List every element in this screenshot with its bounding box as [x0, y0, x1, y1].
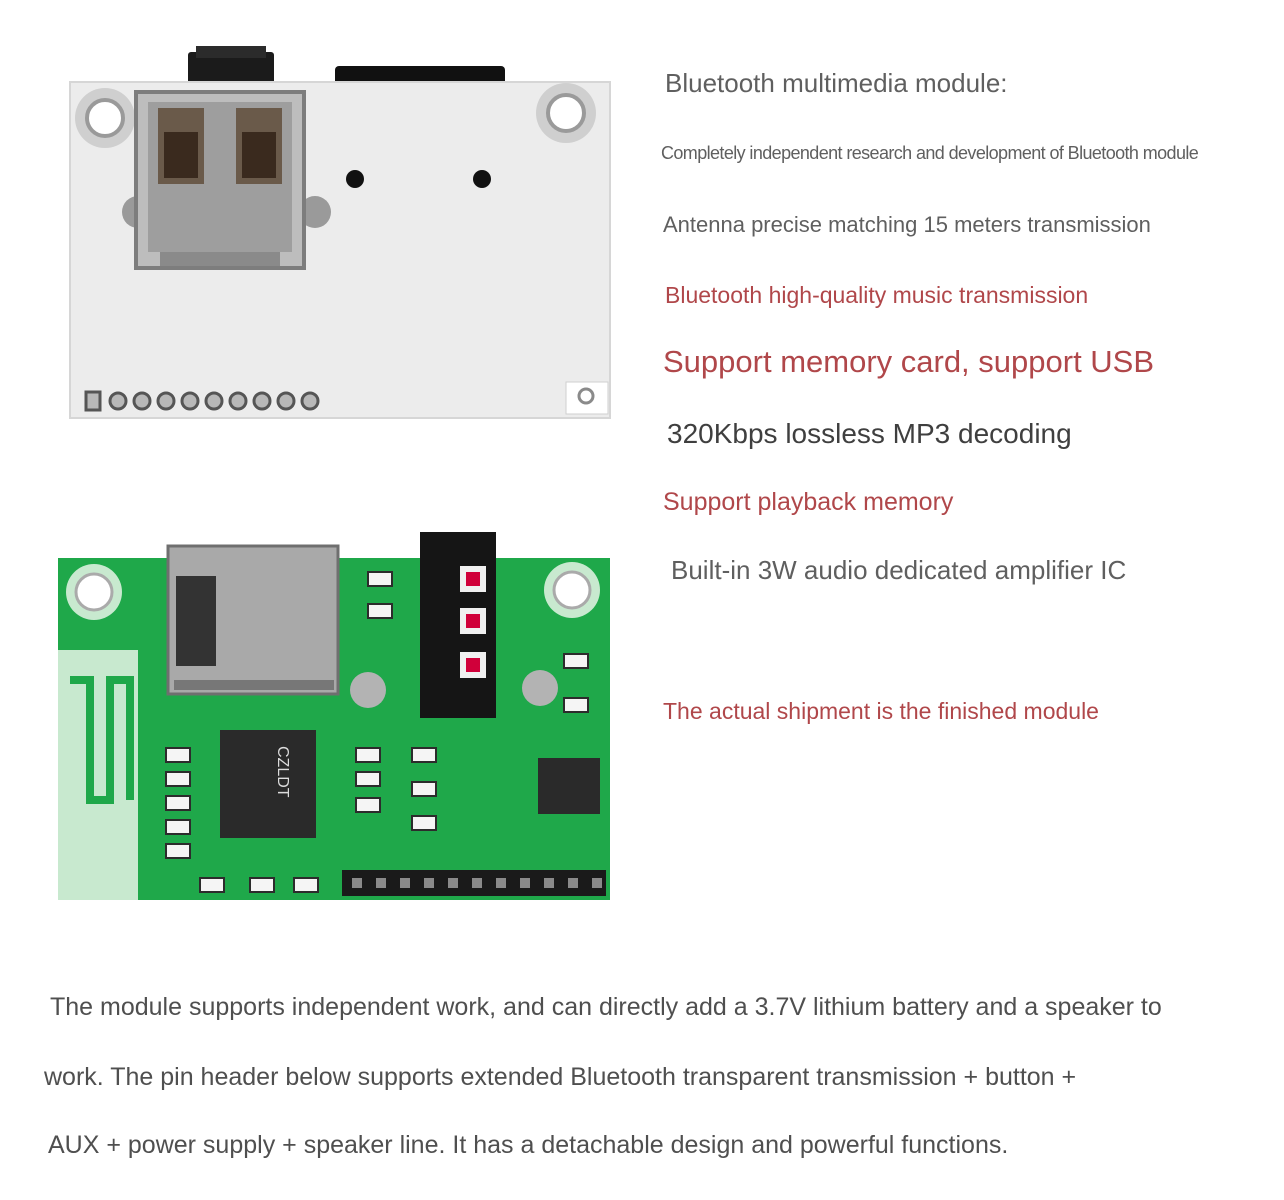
feature-item-amplifier: Built-in 3W audio dedicated amplifier IC — [671, 555, 1127, 585]
feature-item-music: Bluetooth high-quality music transmissio… — [665, 282, 1089, 308]
pcb-top-photo — [69, 46, 611, 419]
feature-item-mp3: 320Kbps lossless MP3 decoding — [667, 418, 1072, 449]
feature-item-research: Completely independent research and deve… — [661, 143, 1199, 163]
feature-item-memory-usb: Support memory card, support USB — [663, 344, 1155, 379]
pcb-bottom-photo: CZLDT — [58, 532, 610, 900]
chip-marking: CZLDT — [274, 746, 291, 798]
description-line-2: work. The pin header below supports exte… — [44, 1063, 1077, 1091]
feature-item-playback: Support playback memory — [663, 488, 954, 516]
feature-heading: Bluetooth multimedia module: — [665, 68, 1008, 98]
description-line-1: The module supports independent work, an… — [50, 993, 1162, 1021]
shipment-note: The actual shipment is the finished modu… — [663, 698, 1099, 724]
feature-item-antenna: Antenna precise matching 15 meters trans… — [663, 212, 1151, 237]
description-line-3: AUX + power supply + speaker line. It ha… — [48, 1131, 1009, 1159]
